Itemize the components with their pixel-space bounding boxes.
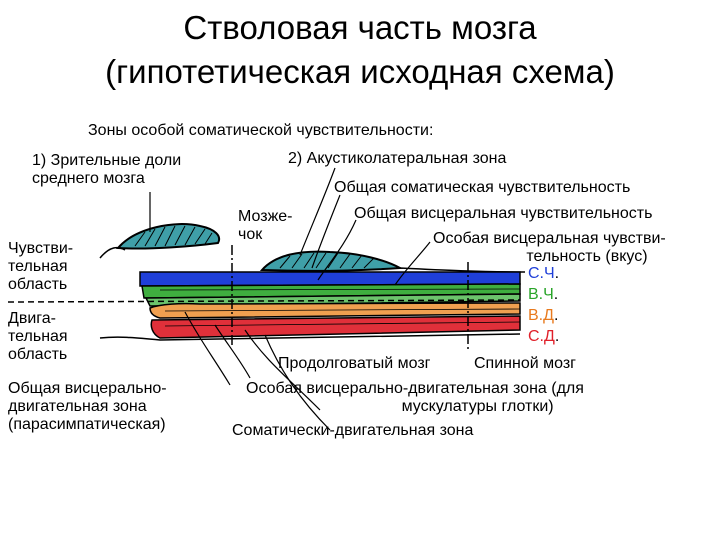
legend-item-text: В.Д [528,307,554,324]
motor-area-label: Двига- тельная область [8,310,68,363]
special-visceral-motor-zone-label: Особая висцерально-двигательная зона (дл… [246,380,584,415]
acoustic-zone-label: 2) Акустиколатеральная зона [288,150,507,167]
page-title-line-2: (гипотетическая исходная схема) [105,53,615,90]
optic-lobes-label: 1) Зрительные доли среднего мозга [32,152,182,187]
legend-item: В.Д. [528,305,559,326]
dorsal-outline [99,246,126,259]
ventral-outline [99,333,521,341]
somatic-motor-column [150,315,521,339]
legend-item: С.Ч. [528,263,559,284]
legend-item-dot: . [554,328,560,345]
somatic-motor-zone-label: Соматически-двигательная зона [232,422,474,439]
legend-item-text: С.Д [528,328,555,345]
legend-item-text: С.Ч [528,265,555,282]
general-somatic-sensitivity-label: Общая соматическая чувствительность [334,179,631,196]
legend-item-dot: . [553,286,559,303]
visceral-motor-column [149,302,521,319]
spinal-cord-label: Спинной мозг [474,355,576,372]
column-texture-lines [159,288,521,327]
legend-item: С.Д. [528,326,559,347]
sensory-area-label: Чувстви- тельная область [8,240,74,293]
optic-lobe-shape [115,223,220,250]
acoustic-zone-hatching [279,252,375,269]
general-visceral-sensitivity-label: Общая висцеральная чувствительность [354,205,653,222]
leader-lines [149,167,431,431]
page-title-line-1: Стволовая часть мозга [183,9,537,46]
sulcus-limitans-line [7,299,521,303]
legend-item: В.Ч. [528,284,559,305]
visceral-motor-zone-label: Общая висцерально- двигательная зона (па… [8,380,167,433]
cerebellum-label: Мозже- чок [238,208,293,243]
medulla-label: Продолговатый мозг [278,355,431,372]
special-visceral-sensitivity-label: Особая висцеральная чувстви- тельность (… [433,230,666,265]
column-legend: С.Ч.В.Ч.В.Д.С.Д. [528,263,559,347]
special-somatic-zones-label: Зоны особой соматической чувствительност… [88,122,434,139]
optic-lobe-hatching [134,225,213,247]
legend-item-dot: . [553,307,559,324]
legend-item-text: В.Ч [528,286,554,303]
legend-item-dot: . [554,265,560,282]
